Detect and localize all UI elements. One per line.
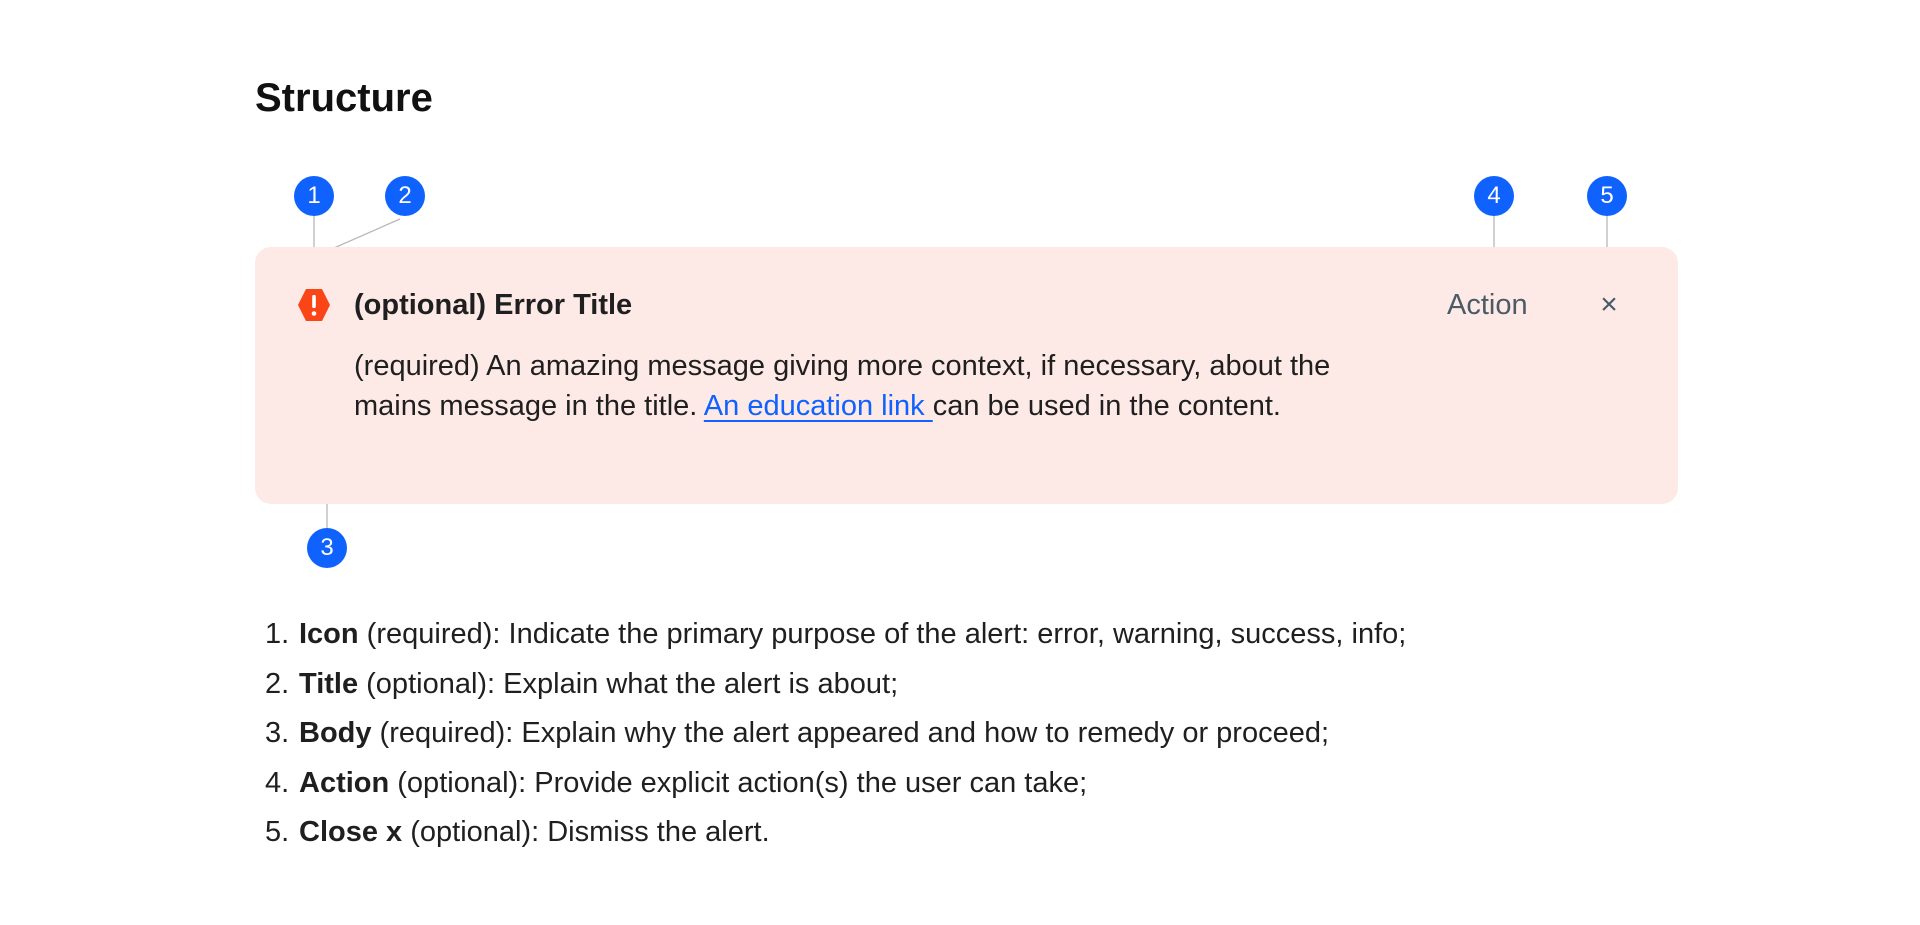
legend-number: 2.	[265, 667, 290, 700]
legend-text: (required): Indicate the primary purpose…	[358, 618, 1407, 650]
legend-number: 5.	[265, 816, 290, 848]
legend-number: 4.	[265, 766, 290, 799]
legend-text: (optional): Provide explicit action(s) t…	[389, 766, 1088, 799]
legend-number: 3.	[265, 717, 290, 749]
legend-number: 1.	[265, 618, 290, 650]
error-alert	[255, 247, 1678, 504]
marker-3: 3	[307, 528, 347, 568]
legend-item-action: 4. Action (optional): Provide explicit ac…	[265, 759, 1406, 809]
legend-term: Body	[299, 717, 372, 749]
legend-item-icon: 1. Icon (required): Indicate the primary …	[265, 610, 1406, 660]
education-link[interactable]: An education link	[703, 390, 933, 422]
legend-text: (optional): Dismiss the alert.	[402, 816, 770, 848]
marker-5: 5	[1587, 176, 1627, 216]
legend-term: Title	[299, 667, 359, 700]
error-icon-dot	[311, 311, 317, 316]
error-icon	[298, 289, 330, 321]
marker-1: 1	[294, 176, 334, 216]
alert-body-text: (required) An amazing message giving mor…	[354, 350, 1331, 422]
legend-term: Icon	[299, 618, 359, 650]
legend-term: Close x	[299, 816, 403, 848]
action-button[interactable]: Action	[1447, 289, 1528, 321]
legend-item-close: 5. Close x (optional): Dismiss the alert.	[265, 808, 1406, 858]
legend-text: (required): Explain why the alert appear…	[371, 717, 1330, 749]
legend-text: (optional): Explain what the alert is ab…	[358, 667, 899, 700]
close-icon[interactable]: ×	[1600, 288, 1618, 321]
error-icon-bar	[312, 295, 316, 308]
structure-legend: 1. Icon (required): Indicate the primary …	[265, 610, 1406, 858]
legend-term: Action	[299, 766, 390, 799]
alert-body: (required) An amazing message giving mor…	[354, 346, 1394, 426]
alert-body-text-end: can be used in the content.	[932, 390, 1281, 422]
section-title: Structure	[255, 76, 433, 120]
legend-item-body: 3. Body (required): Explain why the alert…	[265, 709, 1406, 759]
alert-title: (optional) Error Title	[354, 289, 633, 321]
marker-4: 4	[1474, 176, 1514, 216]
marker-2: 2	[385, 176, 425, 216]
legend-item-title: 2. Title (optional): Explain what the ale…	[265, 660, 1406, 710]
